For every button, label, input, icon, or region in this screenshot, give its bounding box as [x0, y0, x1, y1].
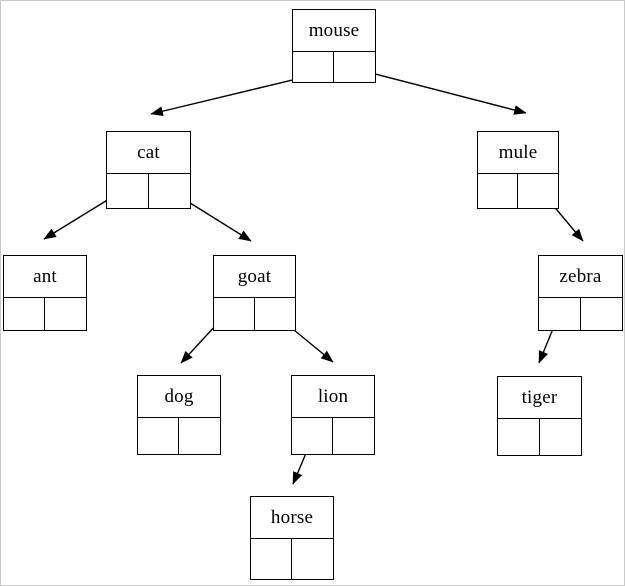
right-pointer-cell-ant[interactable] [45, 298, 86, 330]
right-pointer-cell-cat[interactable] [149, 174, 191, 208]
right-pointer-cell-zebra[interactable] [581, 298, 623, 330]
node-pointers-mule [478, 174, 558, 208]
node-label-tiger: tiger [498, 377, 581, 419]
left-pointer-cell-lion[interactable] [292, 418, 333, 454]
tree-node-tiger[interactable]: tiger [497, 376, 582, 456]
left-pointer-cell-zebra[interactable] [539, 298, 581, 330]
left-pointer-cell-tiger[interactable] [498, 419, 540, 455]
node-label-goat: goat [214, 256, 295, 298]
tree-node-horse[interactable]: horse [250, 496, 334, 580]
left-pointer-cell-ant[interactable] [4, 298, 45, 330]
tree-node-cat[interactable]: cat [106, 131, 191, 209]
node-pointers-horse [251, 539, 333, 579]
node-pointers-lion [292, 418, 374, 454]
right-pointer-cell-horse[interactable] [292, 539, 333, 579]
right-pointer-cell-tiger[interactable] [540, 419, 582, 455]
node-pointers-ant [4, 298, 86, 330]
left-pointer-cell-mouse[interactable] [293, 52, 334, 82]
node-pointers-zebra [539, 298, 622, 330]
node-pointers-goat [214, 298, 295, 330]
tree-node-dog[interactable]: dog [137, 375, 221, 455]
tree-node-mouse[interactable]: mouse [292, 9, 376, 83]
right-pointer-cell-goat[interactable] [255, 298, 296, 330]
left-pointer-cell-dog[interactable] [138, 418, 179, 454]
left-pointer-cell-mule[interactable] [478, 174, 518, 208]
right-pointer-cell-mouse[interactable] [334, 52, 375, 82]
right-pointer-cell-mule[interactable] [518, 174, 558, 208]
node-label-mule: mule [478, 132, 558, 174]
tree-node-lion[interactable]: lion [291, 375, 375, 455]
left-pointer-cell-horse[interactable] [251, 539, 292, 579]
right-pointer-cell-lion[interactable] [333, 418, 374, 454]
pointer-arrow-mouse-right [355, 68, 527, 115]
node-label-ant: ant [4, 256, 86, 298]
node-label-lion: lion [292, 376, 374, 418]
left-pointer-cell-goat[interactable] [214, 298, 255, 330]
left-pointer-cell-cat[interactable] [107, 174, 149, 208]
tree-node-zebra[interactable]: zebra [538, 255, 623, 331]
node-pointers-cat [107, 174, 190, 208]
node-label-cat: cat [107, 132, 190, 174]
node-pointers-dog [138, 418, 220, 454]
tree-node-mule[interactable]: mule [477, 131, 559, 209]
node-label-horse: horse [251, 497, 333, 539]
node-label-zebra: zebra [539, 256, 622, 298]
node-pointers-tiger [498, 419, 581, 455]
node-label-dog: dog [138, 376, 220, 418]
node-pointers-mouse [293, 52, 375, 82]
tree-node-ant[interactable]: ant [3, 255, 87, 331]
tree-node-goat[interactable]: goat [213, 255, 296, 331]
node-label-mouse: mouse [293, 10, 375, 52]
right-pointer-cell-dog[interactable] [179, 418, 220, 454]
